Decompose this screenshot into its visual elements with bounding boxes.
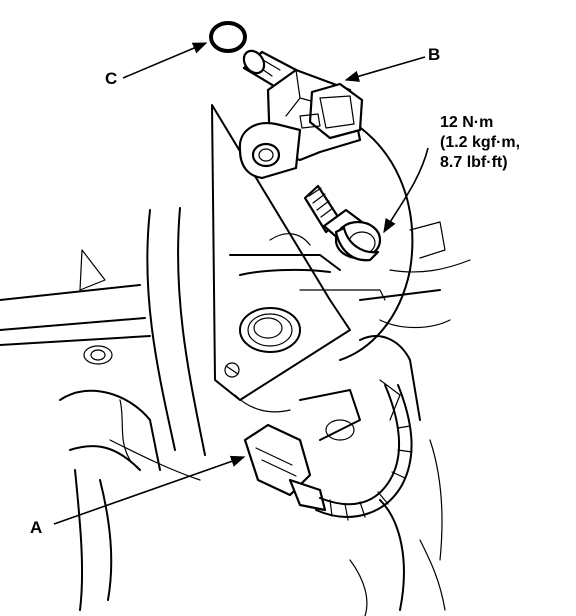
- engine-background: [0, 104, 471, 616]
- connector-a: [243, 384, 413, 521]
- torque-spec-line3: 8.7 lbf·ft): [440, 154, 508, 171]
- o-ring-c: [209, 21, 247, 53]
- torque-spec: 12 N·m (1.2 kgf·m, 8.7 lbf·ft): [440, 114, 520, 171]
- sensor-b: [238, 49, 364, 180]
- callout-c-label: C: [105, 69, 117, 88]
- callout-a-label: A: [30, 518, 42, 537]
- callout-leaders: [53, 42, 429, 525]
- torque-spec-line1: 12 N·m: [440, 114, 493, 131]
- torque-spec-line2: (1.2 kgf·m,: [440, 134, 520, 151]
- callout-b-label: B: [428, 45, 440, 64]
- bolt: [303, 184, 382, 262]
